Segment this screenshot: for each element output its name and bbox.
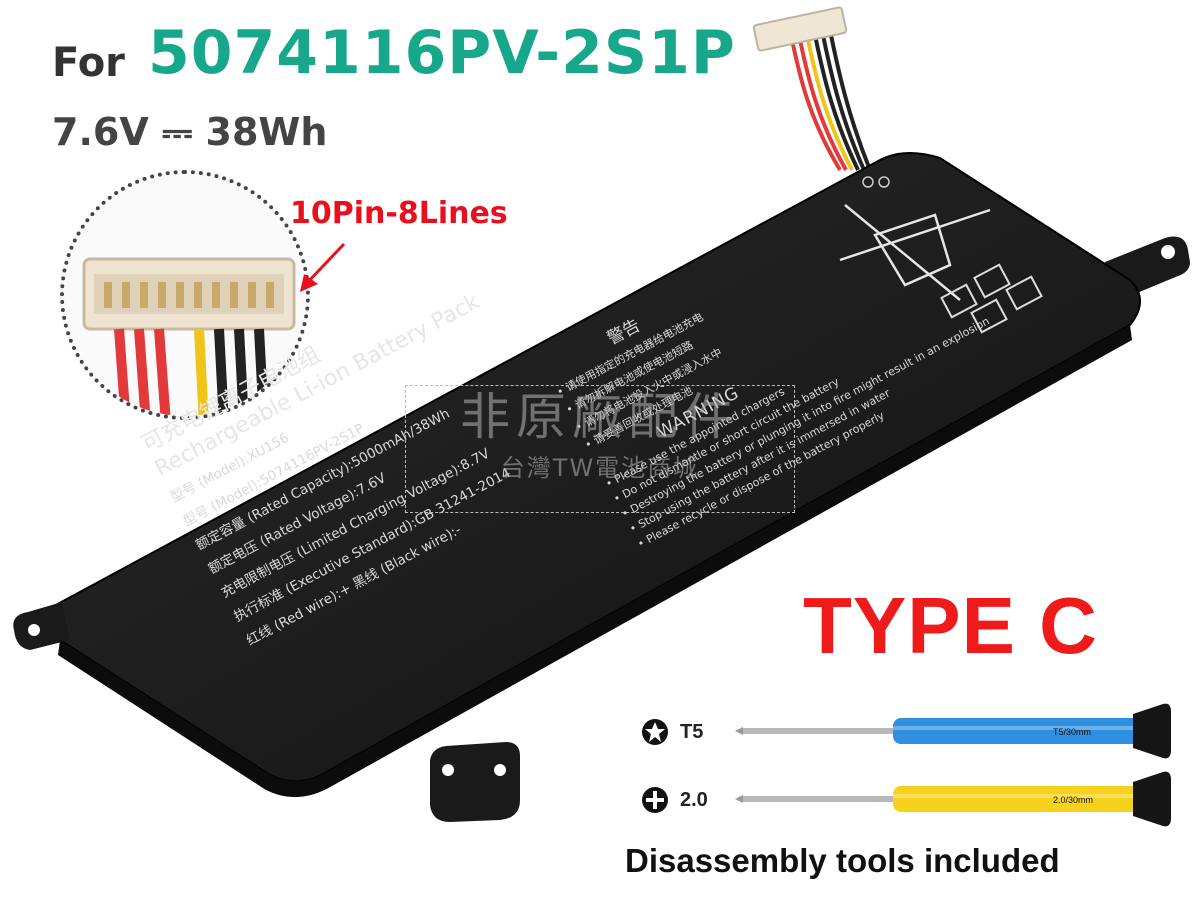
terminal-markers (862, 176, 890, 188)
watermark-sub: 台灣TW電池商城 (500, 454, 700, 482)
screwdriver-phillips: 2.0/30mm (735, 771, 1171, 827)
pin-count-label: 10Pin-8Lines (290, 196, 508, 231)
wire-harness (752, 6, 872, 172)
type-label: TYPE C (803, 581, 1098, 670)
no-bin-icon (839, 204, 991, 301)
torx-icon (642, 719, 668, 745)
tools-caption: Disassembly tools included (625, 842, 1060, 879)
tool-row-t5: T5 (640, 712, 703, 752)
tool-label: T5 (680, 720, 704, 743)
model-number: 5074116PV-2S1P (148, 18, 736, 88)
voltage-value: 7.6V (52, 110, 149, 154)
tool-size-label: T5/30mm (1053, 727, 1091, 737)
energy-value: 38Wh (205, 110, 328, 154)
phillips-icon (642, 787, 668, 813)
tool-size-label: 2.0/30mm (1053, 795, 1093, 805)
arrow-icon (300, 242, 346, 292)
for-label: For (52, 40, 125, 86)
recycle-marks (940, 263, 1043, 334)
watermark: 非原廠配件 台灣TW電池商城 (405, 385, 795, 513)
battery-specs: 7.6V ⎓ 38Wh (52, 110, 327, 155)
watermark-main: 非原廠配件 (460, 388, 740, 446)
dc-symbol-icon: ⎓ (161, 110, 193, 154)
tool-row-phillips: 2.0 (640, 780, 708, 820)
screwdriver-t5: T5/30mm (735, 703, 1171, 759)
tool-label: 2.0 (680, 788, 708, 811)
